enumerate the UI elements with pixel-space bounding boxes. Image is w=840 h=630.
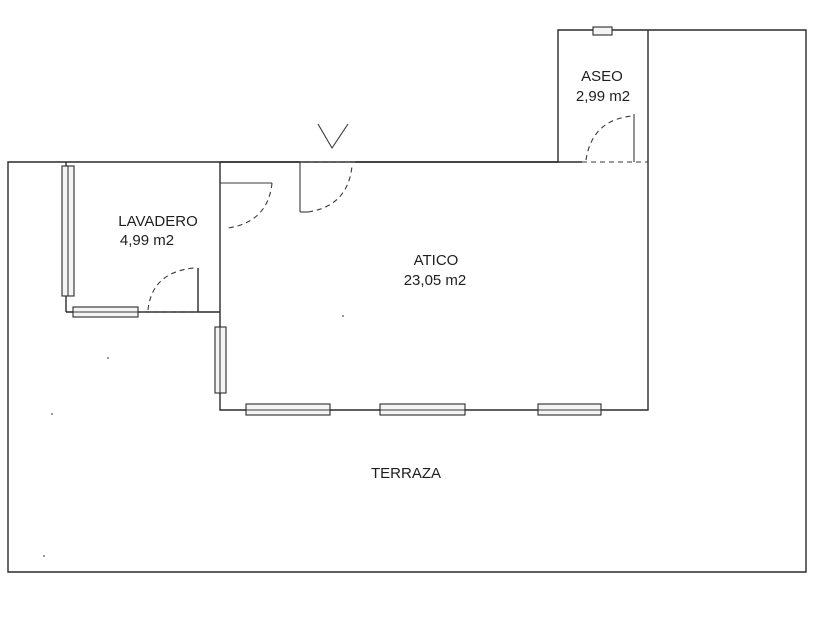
lavadero-exit-swing — [147, 267, 195, 311]
atico-walls — [219, 30, 649, 411]
scan-speck — [342, 315, 344, 317]
aseo-area-label: 2,99 m2 — [576, 88, 630, 105]
scan-speck — [43, 555, 45, 557]
aseo-door-swing — [585, 115, 633, 161]
aseo-window — [592, 26, 613, 36]
scan-speck — [107, 357, 109, 359]
atico-door-swing — [307, 165, 353, 213]
atico-area-label: 23,05 m2 — [404, 272, 467, 289]
atico-name-label: ATICO — [414, 252, 459, 269]
entrance-arrow-icon — [317, 123, 349, 150]
scan-speck — [51, 413, 53, 415]
lavadero-area-label: 4,99 m2 — [120, 232, 174, 249]
aseo-name-label: ASEO — [581, 68, 623, 85]
terrace-boundary — [7, 29, 807, 573]
lavadero-name-label: LAVADERO — [118, 213, 197, 230]
lavadero-door-swing — [227, 182, 273, 229]
terraza-name-label: TERRAZA — [371, 465, 441, 482]
